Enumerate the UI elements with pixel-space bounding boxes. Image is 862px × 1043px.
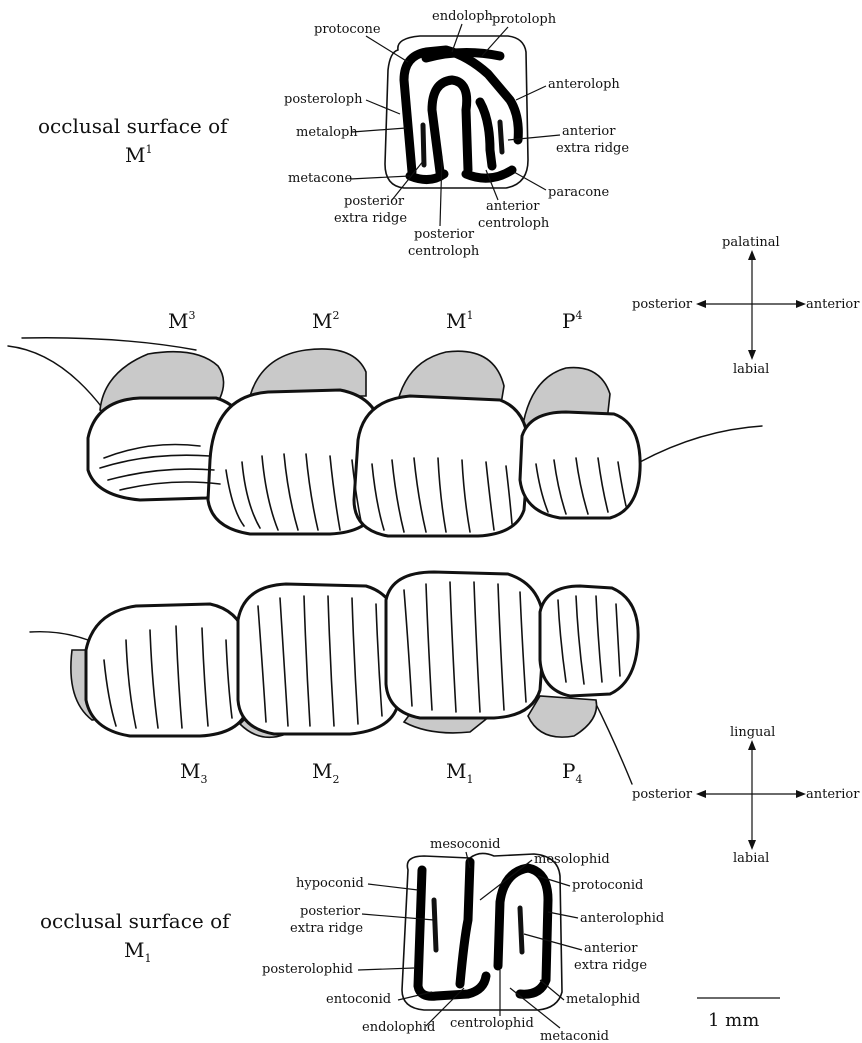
label-paracone: paracone: [548, 185, 610, 200]
label-protoconid: protoconid: [572, 878, 643, 893]
lower-tooth-label-p4: P4: [562, 759, 582, 786]
lower-caption-tooth: M1: [124, 938, 151, 965]
label-posteroloph: posteroloph: [284, 92, 363, 107]
upper-dir-left: posterior: [632, 297, 693, 312]
lower-tooth-label-m1: M1: [446, 759, 473, 786]
upper-dir-bottom: labial: [733, 362, 769, 377]
lower-dir-left: posterior: [632, 787, 693, 802]
label-posterior-centroloph-2: centroloph: [408, 244, 480, 259]
lower-tooth-row: [30, 572, 638, 784]
lower-dir-right: anterior: [806, 787, 860, 802]
label-protoloph: protoloph: [492, 12, 557, 27]
upper-crown-p4: [520, 412, 640, 518]
upper-caption-tooth-sup: 1: [145, 143, 152, 156]
label-metalophid: metalophid: [566, 992, 640, 1007]
upper-orientation-cross: palatinal posterior anterior labial: [632, 235, 860, 377]
lower-orientation-cross: lingual posterior anterior labial: [632, 725, 860, 866]
upper-caption-tooth: M1: [125, 143, 152, 167]
upper-occlusal-labels: protocone endoloph protoloph anteroloph …: [284, 9, 629, 259]
upper-tooth-label-m3: M3: [168, 309, 195, 333]
lower-caption-line1: occlusal surface of: [40, 909, 231, 933]
anterior-extra-ridge-lower: [520, 908, 522, 952]
label-centrolophid: centrolophid: [450, 1016, 534, 1031]
lower-caption-tooth-sub: 1: [144, 952, 151, 965]
scale-bar: 1 mm: [697, 998, 780, 1031]
hypoconid-ridge: [418, 870, 486, 996]
label-posterior-extra-ridge-1: posterior: [344, 194, 405, 209]
label-anterior-extra-ridge-1: anterior: [562, 124, 616, 139]
lower-crown-p4: [540, 586, 638, 696]
label-mesoconid: mesoconid: [430, 837, 500, 852]
upper-cross-arrowheads: [696, 250, 806, 360]
upper-occlusal-drawing: [385, 36, 528, 188]
label-lower-posterior-extra-ridge-2: extra ridge: [290, 921, 363, 936]
label-metaconid: metaconid: [540, 1029, 609, 1043]
label-hypoconid: hypoconid: [296, 876, 364, 891]
label-mesolophid: mesolophid: [534, 852, 610, 867]
posterior-extra-ridge: [423, 125, 424, 165]
label-posterior-extra-ridge-2: extra ridge: [334, 211, 407, 226]
upper-dir-top: palatinal: [722, 235, 780, 250]
label-posterior-centroloph-1: posterior: [414, 227, 475, 242]
lower-tooth-label-m2: M2: [312, 759, 339, 786]
anterior-centroloph-ridge: [480, 102, 492, 166]
lower-tooth-label-m3: M3: [180, 759, 207, 786]
label-metaloph: metaloph: [296, 125, 358, 140]
label-endolophid: endolophid: [362, 1020, 435, 1035]
lower-dir-top: lingual: [730, 725, 775, 740]
label-lower-posterior-extra-ridge-1: posterior: [300, 904, 361, 919]
upper-tooth-label-m1: M1: [446, 309, 473, 333]
upper-tooth-label-p4: P4: [562, 309, 582, 333]
upper-tooth-label-m2: M2: [312, 309, 339, 333]
label-protocone: protocone: [314, 22, 381, 37]
mesoconid-ridge: [460, 862, 470, 984]
label-posterolophid: posterolophid: [262, 962, 353, 977]
label-anterior-centroloph-2: centroloph: [478, 216, 550, 231]
label-lower-anterior-extra-ridge-2: extra ridge: [574, 958, 647, 973]
label-metacone: metacone: [288, 171, 352, 186]
upper-root-m2: [250, 349, 366, 396]
lower-occlusal-caption: occlusal surface of M1: [40, 909, 231, 965]
lower-caption-tooth-base: M: [124, 938, 144, 962]
lower-occlusal-drawing: [402, 853, 562, 1010]
posterior-extra-ridge-lower: [434, 900, 436, 950]
label-anteroloph: anteroloph: [548, 77, 620, 92]
lower-dir-bottom: labial: [733, 851, 769, 866]
upper-occlusal-caption: occlusal surface of M1: [38, 114, 229, 167]
lower-crown-m3: [86, 604, 250, 736]
lower-root-p4: [528, 696, 597, 737]
upper-tooth-labels: M3 M2 M1 P4: [168, 309, 582, 333]
upper-caption-tooth-base: M: [125, 143, 145, 167]
basal-ridges: [410, 170, 512, 180]
label-endoloph: endoloph: [432, 9, 494, 24]
upper-tooth-row: [8, 338, 762, 536]
label-anterior-extra-ridge-2: extra ridge: [556, 141, 629, 156]
lower-cross-arrowheads: [696, 740, 806, 850]
label-anterior-centroloph-1: anterior: [486, 199, 540, 214]
label-entoconid: entoconid: [326, 992, 391, 1007]
metaloph-loop: [432, 80, 468, 172]
upper-dir-right: anterior: [806, 297, 860, 312]
anterior-extra-ridge: [500, 122, 502, 152]
label-anterolophid: anterolophid: [580, 911, 664, 926]
scale-bar-label: 1 mm: [708, 1010, 759, 1031]
lower-tooth-labels: M3 M2 M1 P4: [180, 759, 582, 786]
label-lower-anterior-extra-ridge-1: anterior: [584, 941, 638, 956]
upper-caption-line1: occlusal surface of: [38, 114, 229, 138]
